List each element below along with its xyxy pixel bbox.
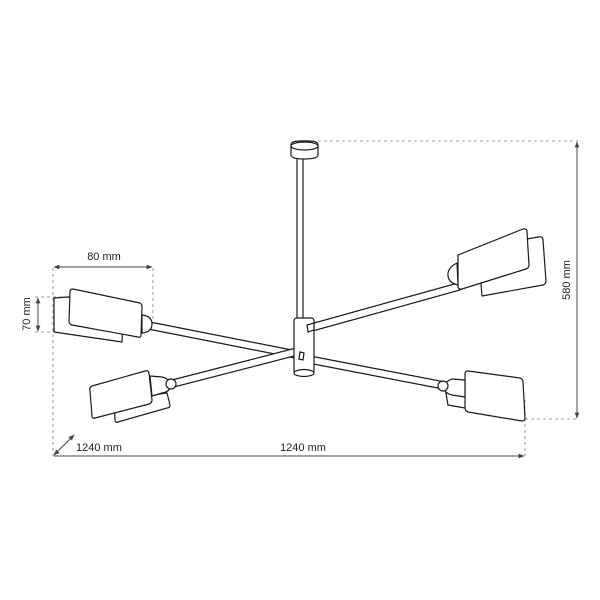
shade-lower-right	[437, 370, 526, 422]
dimension-depth	[53, 434, 75, 456]
depth-label: 1240 mm	[76, 442, 122, 454]
total-height-label: 580 mm	[561, 260, 573, 300]
shade-upper-right	[447, 228, 547, 297]
shade-width-label: 80 mm	[87, 251, 121, 263]
shade-upper-left	[53, 288, 153, 343]
guide-lines	[35, 140, 578, 456]
width-label: 1240 mm	[280, 442, 326, 454]
central-hub	[293, 317, 315, 378]
ceiling-canopy	[290, 140, 319, 321]
shade-height-label: 70 mm	[21, 297, 33, 331]
shade-lower-left	[89, 370, 177, 423]
